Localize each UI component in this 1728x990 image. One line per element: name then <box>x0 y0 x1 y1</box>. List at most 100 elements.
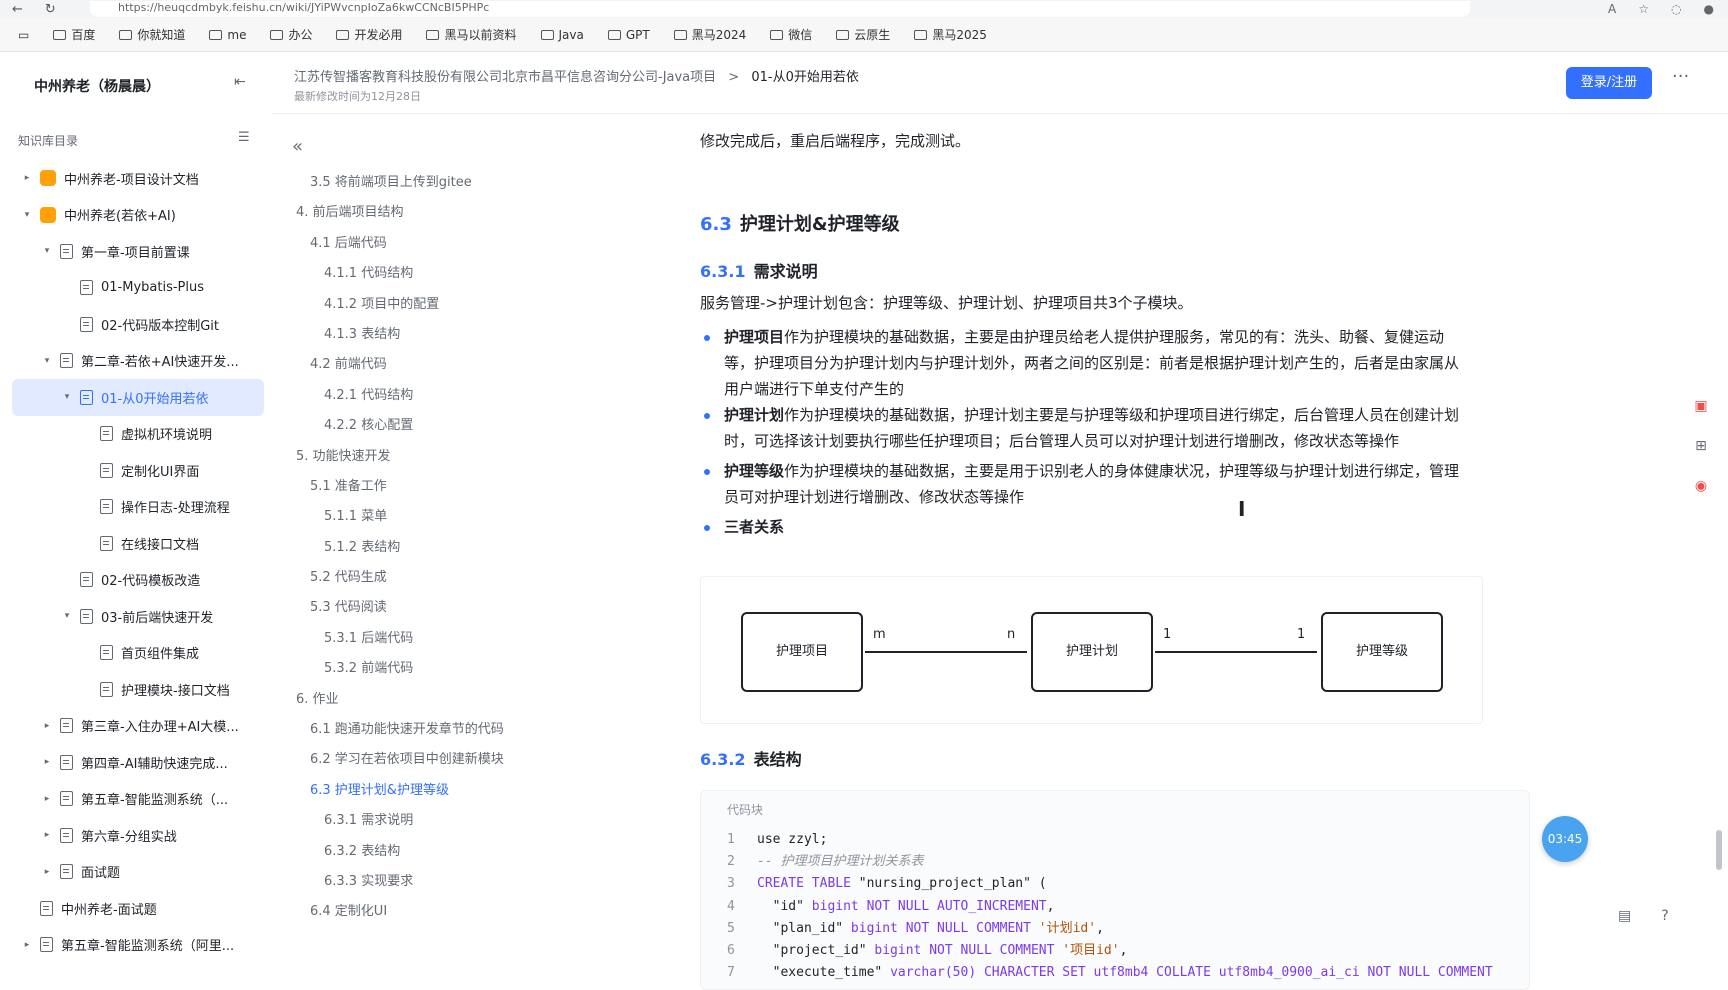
toc-item[interactable]: 4.1.1 代码结构 <box>324 266 414 282</box>
chevron-icon[interactable]: ▾ <box>64 611 70 622</box>
toc-item[interactable]: 6.3.1 需求说明 <box>324 813 414 829</box>
bookmark-item[interactable]: 开发必用 <box>336 26 402 43</box>
tree-item[interactable]: 01-Mybatis-Plus <box>0 270 272 307</box>
tree-item[interactable]: ▾中州养老(若依+AI) <box>0 197 272 234</box>
chevron-icon[interactable]: ▸ <box>44 830 50 841</box>
extensions-icon[interactable]: ◌ <box>1671 2 1682 16</box>
code-line: 7 "execute_time" varchar(50) CHARACTER S… <box>727 962 1493 984</box>
tree-item[interactable]: ▸第四章-AI辅助快速完成... <box>0 744 272 781</box>
toc-item[interactable]: 5.3.2 前端代码 <box>324 661 414 677</box>
tree-item[interactable]: 02-代码版本控制Git <box>0 306 272 343</box>
tree-item-label: 虚拟机环境说明 <box>121 428 213 444</box>
chevron-icon[interactable]: ▸ <box>24 173 30 184</box>
breadcrumb-path[interactable]: 江苏传智播客教育科技股份有限公司北京市昌平信息咨询分公司-Java项目 <box>294 70 717 85</box>
tree-item[interactable]: 首页组件集成 <box>0 635 272 672</box>
tree-item[interactable]: ▸第五章-智能监测系统（... <box>0 781 272 818</box>
toc-item[interactable]: 5.2 代码生成 <box>310 570 387 586</box>
toc-item[interactable]: 5.3 代码阅读 <box>310 600 387 616</box>
chevron-icon[interactable]: ▸ <box>24 939 30 950</box>
layout-icon[interactable]: ▤ <box>1618 908 1632 924</box>
bookmark-item[interactable]: 云原生 <box>836 26 890 43</box>
login-button[interactable]: 登录/注册 <box>1566 67 1652 99</box>
chevron-icon[interactable]: ▾ <box>64 392 70 403</box>
bookmark-item[interactable]: 你就知道 <box>119 26 185 43</box>
help-icon[interactable]: ? <box>1661 908 1669 924</box>
grid-icon[interactable]: ⊞ <box>1695 438 1707 454</box>
toc-item[interactable]: 5.3.1 后端代码 <box>324 630 414 646</box>
toc-item[interactable]: 4.2.1 代码结构 <box>324 387 414 403</box>
toc-item[interactable]: 6.3.3 实现要求 <box>324 873 414 889</box>
toc-item[interactable]: 6.4 定制化UI <box>310 904 388 920</box>
toc-item[interactable]: 4.2.2 核心配置 <box>324 418 414 434</box>
chevron-icon[interactable]: ▸ <box>44 793 50 804</box>
tree-item[interactable]: ▾03-前后端快速开发 <box>0 598 272 635</box>
profile-icon[interactable]: ● <box>1703 2 1714 16</box>
bookmark-item[interactable]: 百度 <box>53 26 95 43</box>
tree-item[interactable]: ▾01-从0开始用若依 <box>12 379 264 416</box>
tree-item[interactable]: ▸第六章-分组实战 <box>0 817 272 854</box>
toc-item[interactable]: 4.1.3 表结构 <box>324 326 401 342</box>
bookmark-sidebar-icon[interactable]: ▭ <box>18 27 30 42</box>
bookmark-item[interactable]: 微信 <box>770 26 812 43</box>
tree-item[interactable]: 中州养老-面试题 <box>0 890 272 927</box>
toc-item[interactable]: 6. 作业 <box>296 691 339 707</box>
bookmark-label: 办公 <box>288 28 313 42</box>
folder-icon <box>540 29 554 40</box>
code-line: 4 "id" bigint NOT NULL AUTO_INCREMENT, <box>727 896 1493 918</box>
toc-item[interactable]: 4.1.2 项目中的配置 <box>324 296 440 312</box>
tree-item[interactable]: 02-代码模板改造 <box>0 562 272 599</box>
tree-item[interactable]: 在线接口文档 <box>0 525 272 562</box>
toc-item[interactable]: 5.1.1 菜单 <box>324 509 388 525</box>
chevron-icon[interactable]: ▾ <box>44 355 50 366</box>
timer-badge[interactable]: 03:45 <box>1542 816 1588 862</box>
bookmark-item[interactable]: 黑马2025 <box>914 26 987 43</box>
tree-item[interactable]: 定制化UI界面 <box>0 452 272 489</box>
toc-item[interactable]: 4.1 后端代码 <box>310 235 387 251</box>
tree-item[interactable]: ▾第二章-若依+AI快速开发... <box>0 343 272 380</box>
chevron-icon[interactable]: ▾ <box>24 209 30 220</box>
list-icon[interactable]: ☰ <box>238 130 250 145</box>
more-icon[interactable]: ··· <box>1672 66 1690 87</box>
bookmark-item[interactable]: GPT <box>607 28 650 42</box>
chevron-icon[interactable]: ▸ <box>44 757 50 768</box>
tree-item[interactable]: ▸面试题 <box>0 854 272 891</box>
toc-item[interactable]: 4. 前后端项目结构 <box>296 205 404 221</box>
breadcrumb-current[interactable]: 01-从0开始用若依 <box>751 70 859 85</box>
collapse-toc-icon[interactable]: « <box>292 136 304 157</box>
address-bar[interactable]: https://heuqcdmbyk.feishu.cn/wiki/JYiPWv… <box>90 1 1470 17</box>
toc-item[interactable]: 4.2 前端代码 <box>310 357 387 373</box>
back-icon[interactable]: ← <box>12 1 23 17</box>
reload-icon[interactable]: ↻ <box>44 1 56 17</box>
tree-item[interactable]: 护理模块-接口文档 <box>0 671 272 708</box>
chevron-icon[interactable]: ▾ <box>44 246 50 257</box>
bookmark-item[interactable]: 黑马以前资料 <box>426 26 517 43</box>
toc-item[interactable]: 5.1.2 表结构 <box>324 539 401 555</box>
tree-item[interactable]: ▸第五章-智能监测系统（阿里... <box>0 927 272 964</box>
bookmark-item[interactable]: me <box>209 28 246 42</box>
tree-item[interactable]: ▸第三章-入住办理+AI大模... <box>0 708 272 745</box>
star-icon[interactable]: ☆ <box>1638 2 1650 16</box>
read-aloud-icon[interactable]: A <box>1608 2 1617 16</box>
bookmark-item[interactable]: 黑马2024 <box>673 26 746 43</box>
tree-item[interactable]: 虚拟机环境说明 <box>0 416 272 453</box>
toc-item[interactable]: 5.1 准备工作 <box>310 478 387 494</box>
scrollbar[interactable] <box>1716 830 1722 870</box>
toc-item[interactable]: 6.3.2 表结构 <box>324 843 401 859</box>
toc-item[interactable]: 6.1 跑通功能快速开发章节的代码 <box>310 722 504 738</box>
bookmark-item[interactable]: 办公 <box>270 26 312 43</box>
chevron-icon[interactable]: ▸ <box>44 866 50 877</box>
chevron-icon[interactable]: ▸ <box>44 720 50 731</box>
bullet-term: 三者关系 <box>724 518 785 536</box>
collapse-sidebar-icon[interactable]: ⇤ <box>234 74 246 90</box>
toc-item[interactable]: 3.5 将前端项目上传到gitee <box>310 175 472 190</box>
toc-item[interactable]: 5. 功能快速开发 <box>296 448 391 464</box>
tree-item[interactable]: 操作日志-处理流程 <box>0 489 272 526</box>
tree-item[interactable]: ▸中州养老-项目设计文档 <box>0 160 272 197</box>
toc-item[interactable]: 6.2 学习在若依项目中创建新模块 <box>310 752 504 768</box>
toc-item[interactable]: 6.3 护理计划&护理等级 <box>310 782 449 798</box>
bookmark-item[interactable]: Java <box>540 28 584 42</box>
translate-icon[interactable]: ◉ <box>1694 478 1708 494</box>
tree-item[interactable]: ▾第一章-项目前置课 <box>0 233 272 270</box>
gift-icon[interactable]: ▣ <box>1694 398 1708 414</box>
